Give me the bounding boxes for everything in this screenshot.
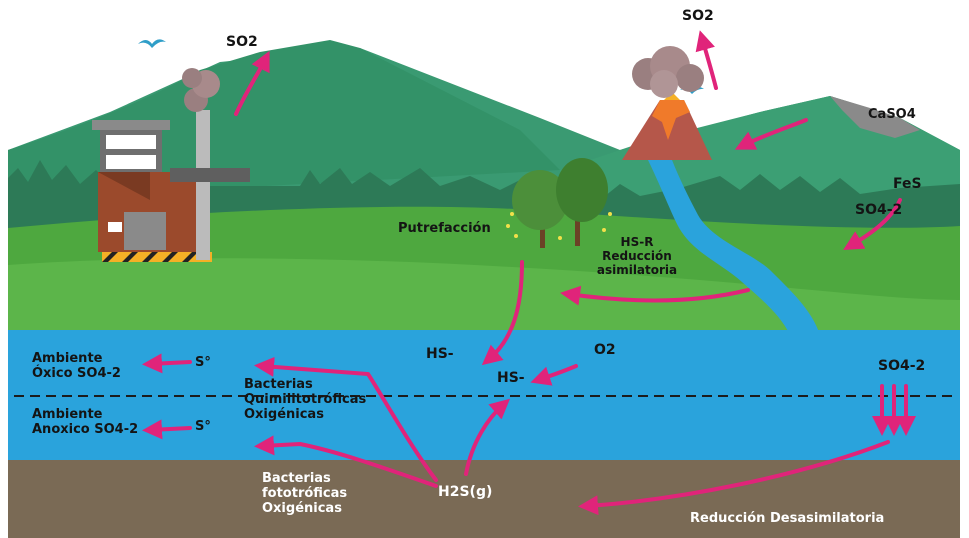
bird-icon [138, 39, 166, 48]
arrow-volcano-so2 [695, 30, 718, 90]
river [648, 160, 820, 335]
bacterias-quimio-label: Bacterias Quimilitotróficas Oxigénicas [244, 377, 367, 423]
ambiente-anoxico-line1: Ambiente [32, 407, 103, 422]
arrow-oxic-s0 [142, 353, 192, 374]
arrow-anoxic-s0 [142, 419, 192, 440]
ambiente-anoxico-label: Ambiente Anoxico SO4-2 [32, 407, 139, 438]
fes-label: FeS [893, 176, 922, 192]
s0-upper-label: S° [195, 355, 211, 370]
bacterias-foto-line1: Bacterias [262, 471, 331, 486]
reduccion-asimilatoria-label: HS-R Reducción asimilatoria [592, 235, 682, 277]
bacterias-quimio-line1: Bacterias [244, 377, 313, 392]
arrow-putrefaccion [481, 260, 524, 366]
ambiente-oxico-line2: Óxico SO4-2 [32, 365, 121, 381]
so2-volcano-label: SO2 [682, 8, 714, 24]
bacterias-foto-label: Bacterias fototróficas Oxigénicas [262, 471, 348, 517]
arrow-fes [843, 198, 902, 251]
s0-lower-label: S° [195, 419, 211, 434]
hs-lower-label: HS- [497, 370, 525, 386]
putrefaccion-label: Putrefacción [398, 221, 491, 236]
ambiente-anoxico-line2: Anoxico SO4-2 [32, 421, 139, 437]
h2s-label: H2S(g) [438, 484, 493, 500]
o2-label: O2 [594, 342, 616, 358]
reduccion-text: Reducción [602, 248, 672, 263]
arrow-desasimilatoria [578, 440, 890, 516]
arrow-h2s-hs [464, 398, 511, 476]
arrow-o2 [530, 364, 578, 386]
factory-icon [92, 68, 250, 262]
hs-r-text: HS-R [620, 235, 654, 249]
reduccion-desasimilatoria-label: Reducción Desasimilatoria [690, 511, 885, 526]
so2-factory-label: SO2 [226, 34, 258, 50]
arrow-h2s-quimio [254, 356, 438, 482]
so4-land-label: SO4-2 [855, 202, 903, 218]
hs-upper-label: HS- [426, 346, 454, 362]
bacterias-foto-line2: fototróficas [262, 485, 348, 501]
arrows [142, 30, 916, 516]
so4-water-label: SO4-2 [878, 358, 926, 374]
bacterias-quimio-line3: Oxigénicas [244, 406, 324, 422]
arrow-factory-so2 [234, 50, 270, 116]
grass-light [8, 258, 960, 335]
ambiente-oxico-line1: Ambiente [32, 351, 103, 366]
arrow-asimilatoria [560, 285, 750, 306]
bacterias-foto-line3: Oxigénicas [262, 500, 342, 516]
caso4-label: CaSO4 [868, 107, 916, 122]
sediment [8, 460, 960, 538]
volcano-icon [622, 46, 712, 160]
bacterias-quimio-line2: Quimilitotróficas [244, 391, 367, 407]
arrow-caso4 [734, 118, 808, 150]
arrow-h2s-anoxic [254, 435, 438, 488]
trees-icon [506, 158, 612, 248]
asimilatoria-text: asimilatoria [596, 262, 678, 277]
ambiente-oxico-label: Ambiente Óxico SO4-2 [32, 351, 121, 382]
rock-caso4 [830, 96, 920, 138]
